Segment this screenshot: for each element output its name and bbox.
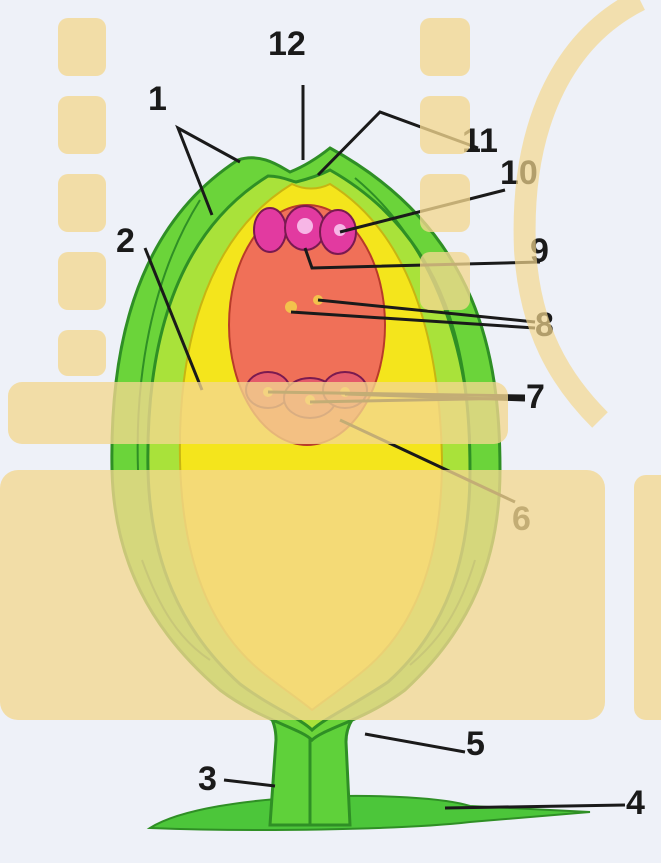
label-7: 7 bbox=[526, 378, 545, 416]
watermark-block-4 bbox=[58, 252, 106, 310]
watermark-block-9 bbox=[420, 252, 470, 310]
label-5: 5 bbox=[466, 725, 485, 763]
watermark-block-7 bbox=[420, 96, 470, 154]
placenta bbox=[150, 796, 590, 830]
label-9: 9 bbox=[530, 232, 549, 270]
label-12: 12 bbox=[268, 25, 306, 63]
label-4: 4 bbox=[626, 784, 645, 822]
label-2: 2 bbox=[116, 222, 135, 260]
label-8: 8 bbox=[535, 306, 554, 344]
leader-3 bbox=[224, 780, 275, 786]
egg-cell-nucleus bbox=[297, 218, 313, 234]
watermark-block-8 bbox=[420, 174, 470, 232]
synergid-left bbox=[254, 208, 286, 252]
watermark-block-1 bbox=[58, 18, 106, 76]
watermark-right-panel bbox=[634, 475, 661, 720]
label-1: 1 bbox=[148, 80, 167, 118]
watermark-block-6 bbox=[420, 18, 470, 76]
watermark-block-2 bbox=[58, 96, 106, 154]
leader-5 bbox=[365, 734, 465, 752]
label-3: 3 bbox=[198, 760, 217, 798]
watermark-block-3 bbox=[58, 174, 106, 232]
watermark-large-panel bbox=[0, 470, 605, 720]
label-10: 10 bbox=[500, 154, 538, 192]
watermark-block-5 bbox=[58, 330, 106, 376]
watermark-band bbox=[8, 382, 508, 444]
